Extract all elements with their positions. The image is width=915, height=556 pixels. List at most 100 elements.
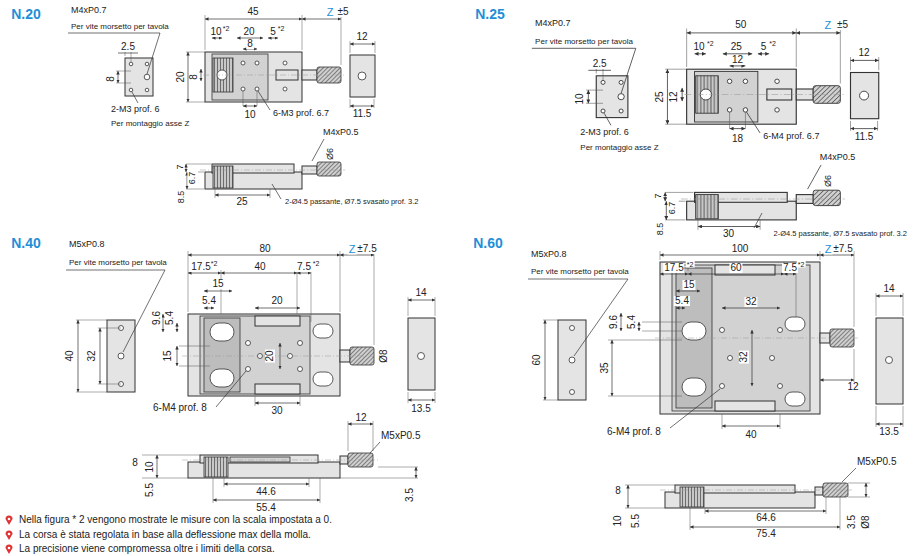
dimension-label: 80 <box>258 244 271 254</box>
note-label: M4xP0.7 <box>534 19 572 28</box>
center-line <box>182 356 377 357</box>
dimension-line <box>876 296 903 297</box>
leader-line <box>132 92 138 103</box>
hole <box>785 392 805 406</box>
dimension-label: 13.5 <box>410 404 431 414</box>
extension-line <box>348 421 373 451</box>
model-title: N.60 <box>472 236 504 250</box>
dimension-label: 20 <box>176 70 186 83</box>
dimension-label: 5 <box>269 27 277 37</box>
drawing-element <box>6 545 13 554</box>
extension-line <box>625 483 870 508</box>
note-label: Nella figura * 2 vengono mostrate le mis… <box>18 515 333 525</box>
dimension-line <box>163 314 164 332</box>
dimension-line <box>188 273 221 274</box>
dimension-label: ±5 <box>336 7 349 17</box>
note-label: M4xP0.7 <box>70 6 108 15</box>
dimension-label: 11.5 <box>352 109 373 119</box>
thread <box>213 166 233 188</box>
dimension-label: 12 <box>669 90 679 103</box>
note-label: 6-M4 prof. 8 <box>606 427 662 437</box>
dimension-line <box>722 426 780 427</box>
hole <box>570 390 575 395</box>
dimension-label: 40 <box>65 349 75 362</box>
dimension-line <box>204 291 232 292</box>
dimension-label: 15 <box>211 279 224 289</box>
center-line <box>655 338 858 339</box>
dimension-label: 14 <box>414 288 427 298</box>
dimension-label: 5.5 <box>145 482 155 498</box>
part-outline <box>188 314 340 396</box>
part-outline <box>876 318 903 404</box>
note-label: La corsa è stata regolata in base alla d… <box>18 530 312 540</box>
leader-line <box>842 468 856 482</box>
dimension-label: 5.4 <box>627 314 637 330</box>
note-label: 2-M3 prof. 6 <box>579 127 630 136</box>
hole <box>358 72 366 80</box>
dimension-label: 17.5 <box>663 263 684 273</box>
leader-line <box>216 371 246 407</box>
dimension-line <box>348 424 373 425</box>
center-line <box>203 75 345 76</box>
dimension-line <box>302 19 341 20</box>
dimension-label: 17.5 <box>190 262 211 272</box>
dimension-label: Ø6 <box>823 174 832 188</box>
part-outline <box>125 58 153 96</box>
dimension-line <box>177 323 178 332</box>
dimension-line <box>688 274 784 275</box>
dimension-line <box>820 380 854 381</box>
note-label: M5xP0.5 <box>380 431 421 441</box>
dimension-label: 7 <box>654 192 663 199</box>
dimension-line <box>280 343 281 369</box>
dimension-label: *2 <box>222 25 231 32</box>
note-label: 2-Ø4.5 passante, Ø7.5 svasato prof. 3.2 <box>773 230 908 238</box>
dimension-label: 35 <box>600 361 610 374</box>
hole <box>682 378 706 396</box>
dimension-label: 7 <box>176 163 185 170</box>
dimension-label: Ø8 <box>379 348 389 363</box>
center-line <box>182 460 378 461</box>
dimension-line <box>297 273 311 274</box>
dimension-label: 60 <box>729 263 742 273</box>
dimension-label: 3.5 <box>405 487 415 503</box>
dimension-label: 60 <box>532 353 542 366</box>
dimension-label: 25 <box>730 42 743 52</box>
dimension-label: 32 <box>744 297 757 307</box>
dimension-label: 45 <box>246 7 259 17</box>
dimension-label: *2 <box>277 25 286 32</box>
dimension-line <box>660 255 820 256</box>
hole <box>778 328 783 333</box>
hole <box>720 384 725 389</box>
guide-block <box>204 318 240 392</box>
dimension-label: 7.5 <box>296 262 312 272</box>
dimension-label: 8 <box>189 73 199 81</box>
note-label: Per montaggio asse Z <box>110 120 190 128</box>
extension-line <box>690 497 840 530</box>
dimension-label: 8 <box>106 75 116 83</box>
dimension-label: 5 <box>760 42 768 52</box>
dimension-line <box>212 38 222 39</box>
note-label: Per vite morsetto per tavola <box>68 259 168 267</box>
dimension-label: Ø6 <box>326 147 335 161</box>
dimension-label: 44.6 <box>255 487 276 497</box>
leader-line <box>66 270 165 352</box>
dimension-label: 20 <box>242 27 255 37</box>
dimension-line <box>255 403 300 404</box>
note-label: M4xP0.5 <box>322 128 360 137</box>
note-label: Per vite morsetto per tavola <box>534 38 634 46</box>
dimension-label: 13.5 <box>878 427 899 437</box>
part-outline <box>107 320 135 392</box>
extension-line <box>179 346 210 366</box>
dimension-label: 32 <box>87 349 97 362</box>
extension-line <box>186 164 211 189</box>
dimension-label: 8.5 <box>177 190 186 205</box>
hole <box>246 367 251 372</box>
hole <box>682 322 706 340</box>
part-outline <box>715 401 775 411</box>
dimension-line <box>118 71 119 83</box>
model-title: N.20 <box>10 7 42 21</box>
dimension-label: 6.7 <box>667 201 676 216</box>
dimension-label: 25 <box>655 90 665 103</box>
